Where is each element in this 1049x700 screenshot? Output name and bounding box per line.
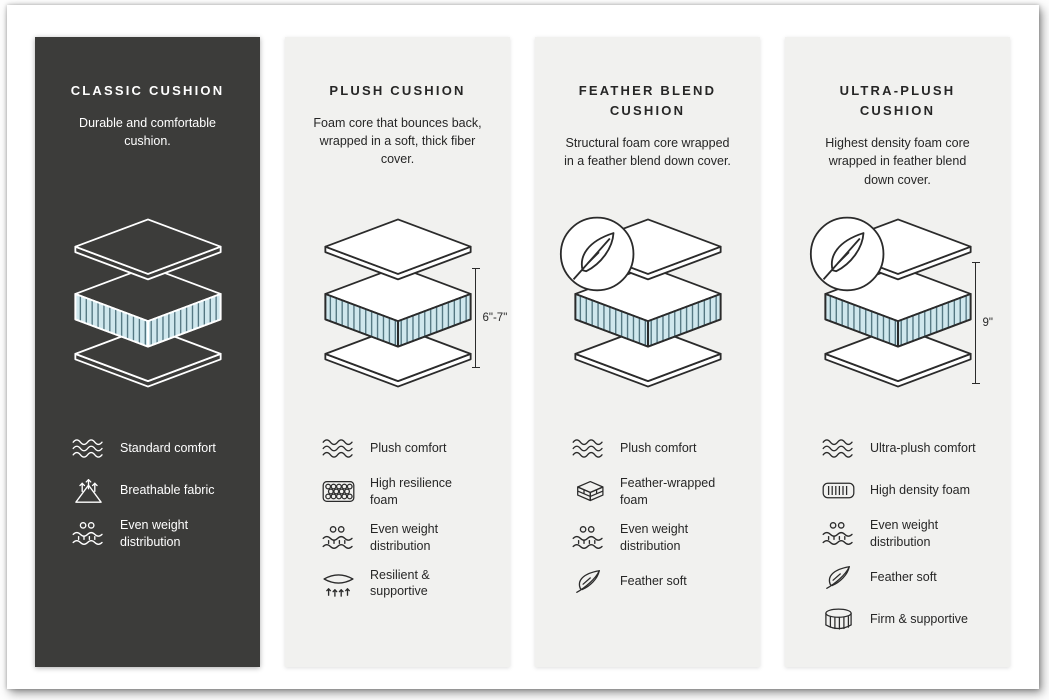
cushion-layers-illustration bbox=[548, 214, 748, 392]
cushion-columns: CLASSIC CUSHION Durable and comfortable … bbox=[35, 37, 1010, 667]
cushion-diagram: 9" bbox=[785, 199, 1010, 407]
coil-support-icon bbox=[819, 606, 857, 633]
waves-icon bbox=[69, 435, 107, 462]
feature-label: Resilient & supportive bbox=[370, 567, 430, 599]
breathable-fabric-icon bbox=[69, 477, 107, 504]
column-description: Structural foam core wrapped in a feathe… bbox=[564, 136, 731, 169]
weight-distribution-icon bbox=[319, 524, 357, 551]
column-title: FEATHER BLEND CUSHION bbox=[578, 83, 717, 119]
feature-item: Even weight distribution bbox=[69, 517, 232, 551]
feature-label: Even weight distribution bbox=[620, 521, 689, 553]
feature-item: Standard comfort bbox=[69, 433, 232, 463]
feature-label: Plush comfort bbox=[620, 440, 697, 455]
feature-item: Feather-wrapped foam bbox=[569, 475, 732, 509]
feature-item: Resilient & supportive bbox=[319, 567, 482, 601]
feature-list: Ultra-plush comfort High density foam Ev… bbox=[813, 433, 982, 635]
feature-list: Standard comfort Breathable fabric Even … bbox=[63, 433, 232, 551]
cushion-diagram bbox=[35, 199, 260, 407]
feature-label: Even weight distribution bbox=[370, 521, 439, 553]
measurement-bracket-icon bbox=[471, 268, 480, 368]
feature-item: Breathable fabric bbox=[69, 475, 232, 505]
column-header: ULTRA-PLUSH CUSHION Highest density foam… bbox=[813, 81, 982, 199]
feature-label: Feather soft bbox=[620, 574, 687, 589]
feature-label: Plush comfort bbox=[370, 440, 447, 455]
resilience-foam-icon bbox=[319, 478, 357, 505]
height-measurement: 6"-7" bbox=[471, 268, 508, 368]
feature-item: Plush comfort bbox=[569, 433, 732, 463]
height-measurement: 9" bbox=[971, 262, 993, 384]
feature-item: High resilience foam bbox=[319, 475, 482, 509]
feature-item: Even weight distribution bbox=[319, 521, 482, 555]
feature-item: Firm & supportive bbox=[819, 605, 982, 635]
weight-distribution-icon bbox=[69, 520, 107, 547]
column-description: Highest density foam core wrapped in fea… bbox=[825, 136, 970, 187]
feature-label: High density foam bbox=[870, 482, 971, 497]
feature-list: Plush comfort High resilience foam Even … bbox=[313, 433, 482, 600]
feature-label: Standard comfort bbox=[120, 440, 216, 455]
measurement-label: 6"-7" bbox=[482, 312, 508, 324]
cushion-layers-illustration bbox=[48, 214, 248, 392]
waves-icon bbox=[569, 435, 607, 462]
feature-label: Even weight distribution bbox=[870, 518, 939, 549]
feature-item: Feather soft bbox=[819, 563, 982, 593]
weight-distribution-icon bbox=[819, 520, 857, 547]
cushion-diagram: 6"-7" bbox=[285, 199, 510, 407]
cushion-layers-illustration bbox=[298, 214, 498, 392]
feature-label: Firm & supportive bbox=[870, 612, 968, 627]
feather-badge-icon bbox=[560, 218, 633, 291]
column-header: CLASSIC CUSHION Durable and comfortable … bbox=[63, 81, 232, 199]
column-plush-cushion: PLUSH CUSHION Foam core that bounces bac… bbox=[285, 37, 510, 667]
feather-wrapped-foam-icon bbox=[569, 478, 607, 505]
feature-item: Plush comfort bbox=[319, 433, 482, 463]
spring-support-icon bbox=[319, 570, 357, 597]
feature-label: Even weight distribution bbox=[120, 518, 189, 549]
weight-distribution-icon bbox=[569, 524, 607, 551]
density-foam-icon bbox=[819, 477, 857, 504]
column-description: Foam core that bounces back, wrapped in … bbox=[313, 116, 482, 167]
feather-icon bbox=[819, 564, 857, 591]
feature-label: High resilience foam bbox=[370, 476, 452, 507]
feature-label: Breathable fabric bbox=[120, 482, 215, 497]
waves-icon bbox=[819, 435, 857, 462]
feature-item: Even weight distribution bbox=[819, 517, 982, 551]
feature-list: Plush comfort Feather-wrapped foam Even … bbox=[563, 433, 732, 597]
feature-item: High density foam bbox=[819, 475, 982, 505]
column-feather-blend-cushion: FEATHER BLEND CUSHION Structural foam co… bbox=[535, 37, 760, 667]
feature-item: Even weight distribution bbox=[569, 521, 732, 555]
column-title: PLUSH CUSHION bbox=[329, 83, 466, 98]
feather-badge-icon bbox=[810, 218, 883, 291]
measurement-label: 9" bbox=[982, 317, 993, 329]
feature-label: Ultra-plush comfort bbox=[870, 440, 976, 455]
cushion-diagram bbox=[535, 199, 760, 407]
feature-item: Feather soft bbox=[569, 567, 732, 597]
column-classic-cushion: CLASSIC CUSHION Durable and comfortable … bbox=[35, 37, 260, 667]
column-description: Durable and comfortable cushion. bbox=[79, 116, 216, 149]
feather-icon bbox=[569, 568, 607, 595]
column-header: PLUSH CUSHION Foam core that bounces bac… bbox=[313, 81, 482, 199]
cushion-layers-illustration bbox=[798, 214, 998, 392]
measurement-bracket-icon bbox=[971, 262, 980, 384]
column-title: ULTRA-PLUSH CUSHION bbox=[839, 83, 956, 119]
column-ultra-plush-cushion: ULTRA-PLUSH CUSHION Highest density foam… bbox=[785, 37, 1010, 667]
feature-label: Feather soft bbox=[870, 570, 937, 585]
infographic-page: CLASSIC CUSHION Durable and comfortable … bbox=[7, 5, 1039, 689]
feature-item: Ultra-plush comfort bbox=[819, 433, 982, 463]
column-header: FEATHER BLEND CUSHION Structural foam co… bbox=[563, 81, 732, 199]
waves-icon bbox=[319, 435, 357, 462]
feature-label: Feather-wrapped foam bbox=[620, 476, 716, 507]
column-title: CLASSIC CUSHION bbox=[70, 83, 225, 98]
